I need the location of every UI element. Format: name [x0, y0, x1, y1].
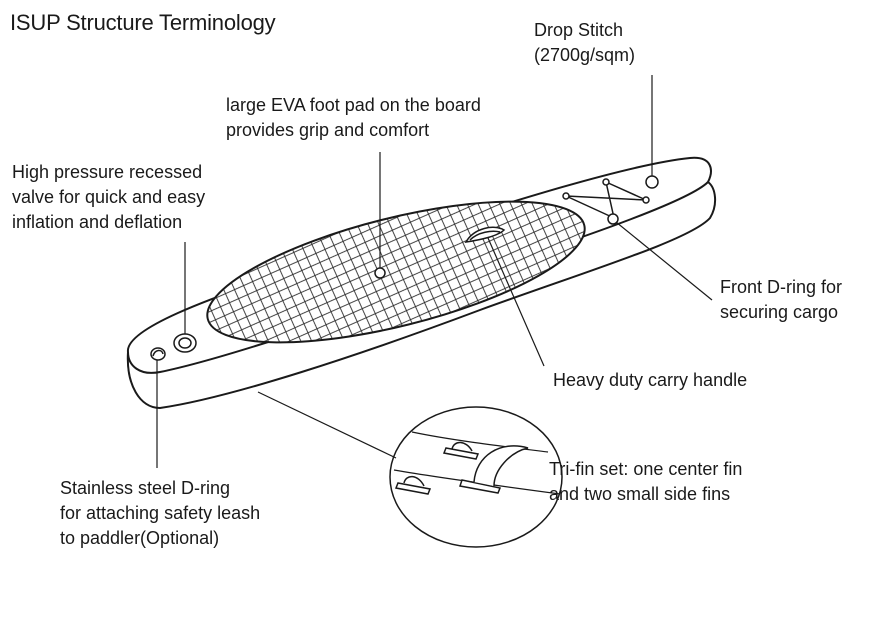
label-front-dring: Front D-ring for securing cargo	[720, 277, 843, 322]
front-bungee	[562, 178, 650, 225]
side-fin-icon-left	[394, 475, 432, 495]
foot-pad-marker	[374, 267, 386, 279]
fin-plate-line	[411, 431, 549, 453]
label-valve: High pressure recessed valve for quick a…	[12, 162, 206, 232]
label-carry-handle: Heavy duty carry handle	[553, 370, 748, 390]
leader-lines	[156, 75, 713, 468]
drop-stitch-marker	[645, 175, 659, 189]
tail-d-ring-icon	[150, 347, 166, 361]
label-foot-pad: large EVA foot pad on the board provides…	[226, 95, 481, 140]
label-steel-dring: Stainless steel D-ring for attaching saf…	[60, 478, 261, 548]
leader-fins	[257, 391, 397, 459]
center-fin-icon	[459, 445, 529, 494]
fin-detail-callout	[389, 406, 563, 548]
label-fins: Tri-fin set: one center fin and two smal…	[549, 459, 743, 504]
diagram-title: ISUP Structure Terminology	[10, 10, 276, 35]
leader-front-dring	[615, 221, 713, 301]
leader-carry-handle	[487, 237, 545, 367]
label-drop-stitch: Drop Stitch (2700g/sqm)	[534, 20, 636, 65]
carry-handle	[464, 226, 506, 243]
side-fin-icon-right	[442, 441, 480, 460]
valve-icon	[173, 333, 197, 353]
board-rail-outline	[126, 181, 716, 410]
